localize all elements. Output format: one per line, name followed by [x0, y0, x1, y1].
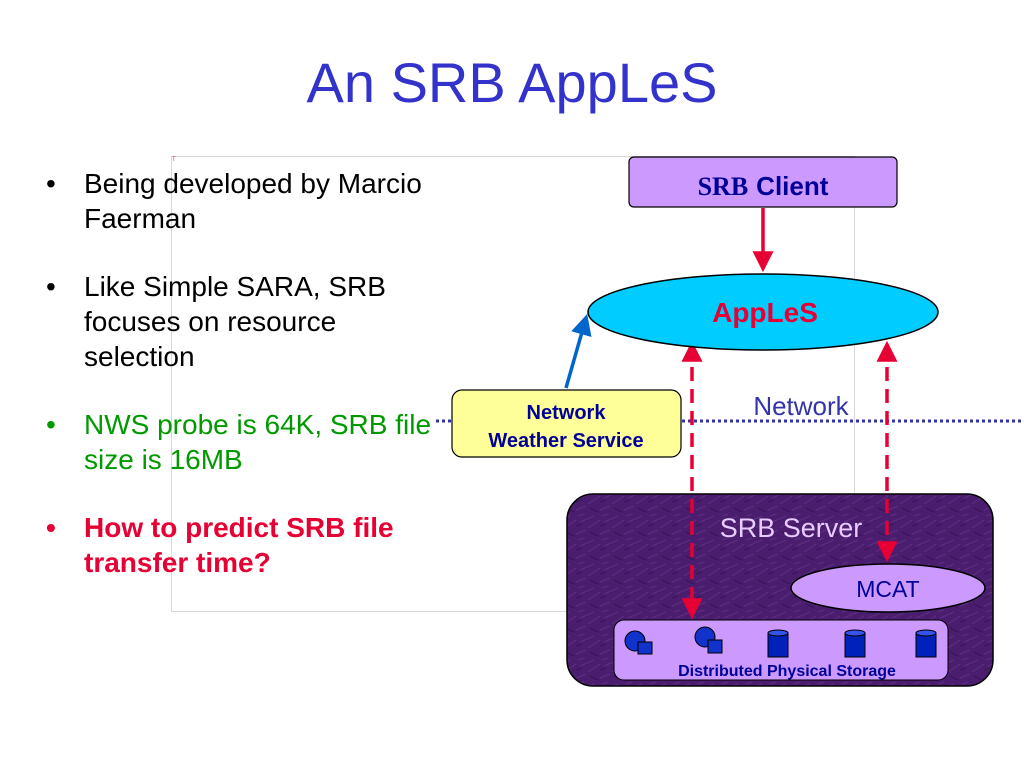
apples-label: AppLeS [712, 297, 818, 328]
bullet-dot: • [46, 512, 56, 543]
disk-icon [694, 626, 723, 654]
cylinder-icon [915, 629, 937, 658]
bullet-item: • Like Simple SARA, SRB focuses on resour… [44, 269, 444, 374]
bullet-dot: • [46, 168, 56, 199]
bullet-dot: • [46, 409, 56, 440]
bullet-item: • How to predict SRB file transfer time? [44, 510, 444, 580]
network-label: Network [753, 391, 849, 421]
cylinder-icon [844, 629, 866, 658]
storage-label: Distributed Physical Storage [678, 663, 896, 680]
bullet-list: • Being developed by Marcio Faerman • Like… [44, 166, 444, 613]
nws-box [451, 389, 682, 458]
nws-label-line2: Weather Service [488, 430, 643, 452]
bullet-text: Like Simple SARA, SRB focuses on resourc… [84, 271, 386, 372]
disk-icon [624, 630, 653, 655]
slide-title: An SRB AppLeS [306, 51, 718, 114]
apples-node [587, 273, 939, 351]
bullet-text: NWS probe is 64K, SRB file size is 16MB [84, 409, 432, 475]
srb-client-box [628, 156, 898, 208]
nws-apples-arrow [564, 313, 592, 389]
bullet-item: • NWS probe is 64K, SRB file size is 16MB [44, 407, 444, 477]
bullet-text: How to predict SRB file transfer time? [84, 512, 394, 578]
bullet-dot: • [46, 271, 56, 302]
nws-label-line1: Network [527, 402, 607, 424]
faint-picture-mark: T [172, 157, 176, 163]
bullet-text: Being developed by Marcio Faerman [84, 168, 422, 234]
bullet-item: • Being developed by Marcio Faerman [44, 166, 444, 236]
srb-server-label: SRB Server [720, 513, 863, 543]
mcat-node [790, 563, 986, 613]
faint-picture-frame [171, 156, 855, 612]
mcat-label: MCAT [856, 576, 919, 602]
cylinder-icon [767, 629, 789, 658]
